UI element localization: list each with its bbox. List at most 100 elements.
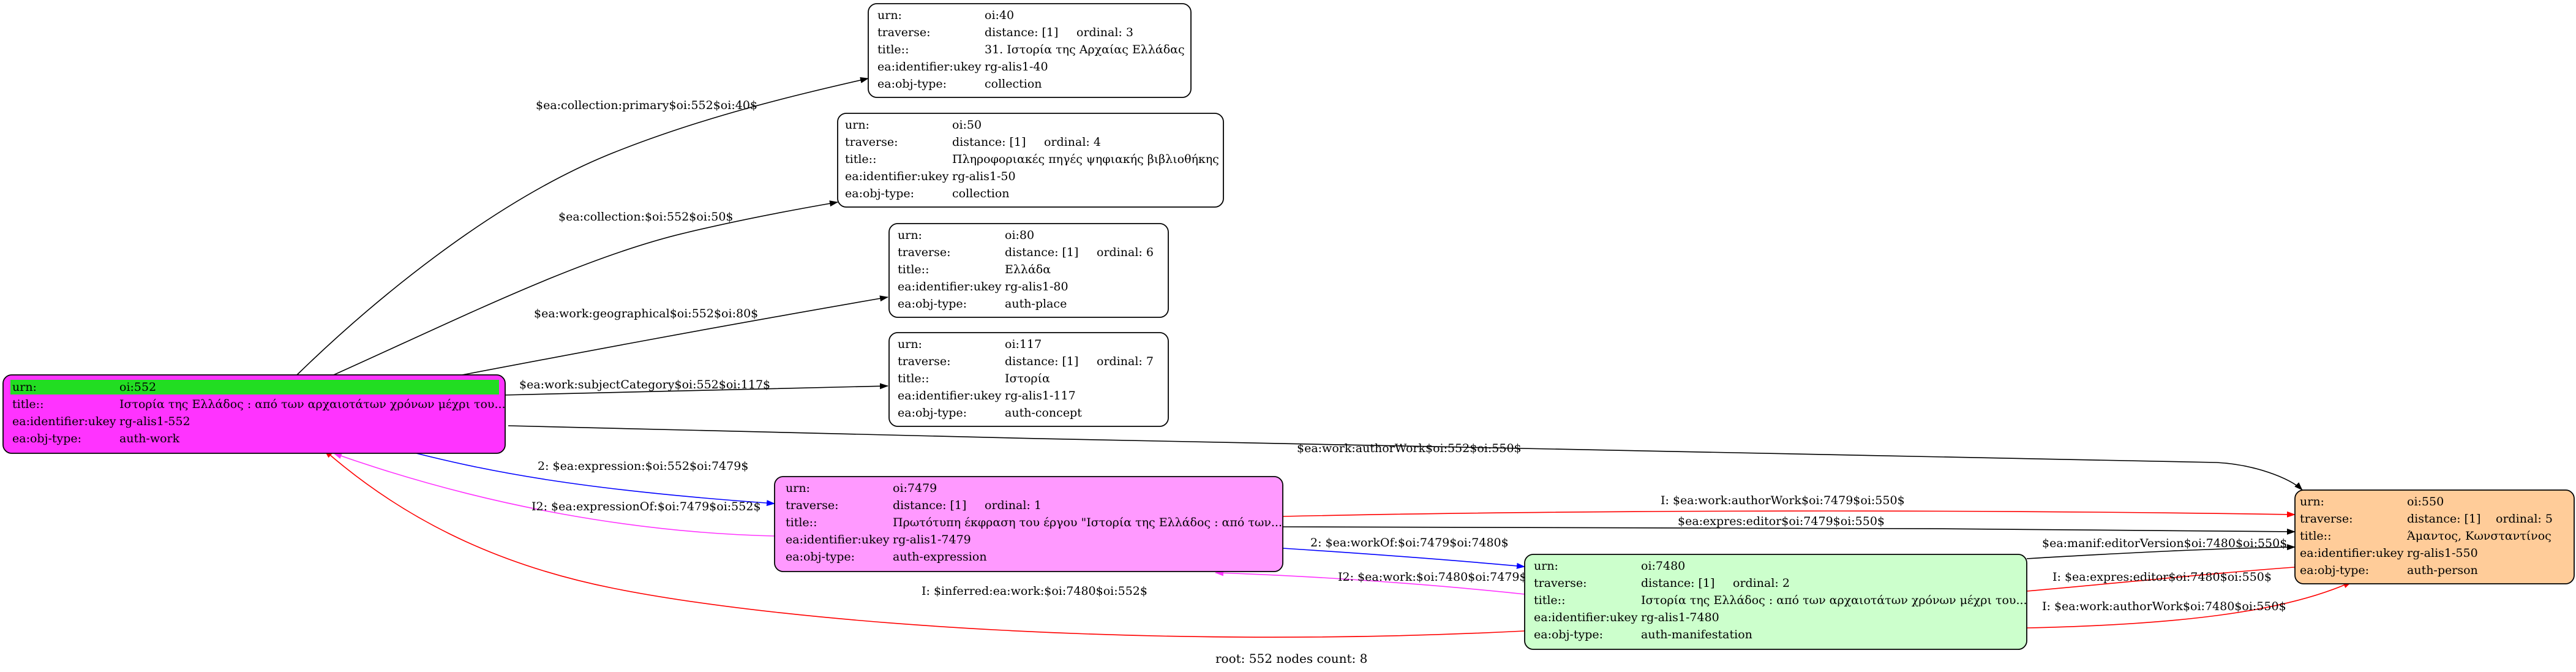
node-value: collection bbox=[952, 187, 1010, 200]
node-oi-550[interactable]: urn: oi:550 traverse: distance: [1] ordi… bbox=[2294, 489, 2575, 584]
node-value: rg-alis1-550 bbox=[2407, 546, 2478, 560]
node-key: urn: bbox=[898, 228, 922, 242]
node-oi-7480[interactable]: urn: oi:7480 traverse: distance: [1] ord… bbox=[1524, 554, 2027, 650]
graph-footer: root: 552 nodes count: 8 bbox=[1215, 651, 1367, 666]
edge-label-workof: 2: $ea:workOf:$oi:7479$oi:7480$ bbox=[1310, 536, 1509, 549]
node-key: ea:identifier:ukey bbox=[877, 60, 982, 74]
node-key: ea:identifier:ukey bbox=[845, 170, 949, 183]
node-ordinal: ordinal: 3 bbox=[1076, 26, 1133, 39]
node-key: traverse: bbox=[845, 135, 898, 149]
node-value: rg-alis1-80 bbox=[1005, 280, 1068, 293]
node-value: distance: [1] bbox=[1005, 355, 1078, 368]
edge-expression bbox=[416, 453, 775, 507]
node-value: auth-work bbox=[119, 432, 180, 445]
node-key: traverse: bbox=[898, 355, 951, 368]
node-oi-7479[interactable]: urn: oi:7479 traverse: distance: [1] ord… bbox=[774, 476, 1283, 572]
edge-label-collection: $ea:collection:$oi:552$oi:50$ bbox=[558, 210, 734, 224]
node-value: oi:7480 bbox=[1641, 559, 1685, 573]
edge-label-collection-primary: $ea:collection:primary$oi:552$oi:40$ bbox=[536, 99, 757, 112]
node-oi-117[interactable]: urn: oi:117 traverse: distance: [1] ordi… bbox=[888, 332, 1169, 427]
node-key: title:: bbox=[2300, 529, 2331, 543]
node-value: rg-alis1-552 bbox=[119, 415, 190, 428]
node-value: rg-alis1-40 bbox=[985, 60, 1048, 74]
node-value: rg-alis1-7480 bbox=[1641, 611, 1719, 624]
edge-work-7480 bbox=[1215, 570, 1525, 595]
edges-layer: $ea:collection:primary$oi:552$oi:40$ $ea… bbox=[296, 77, 2352, 638]
node-oi-50[interactable]: urn: oi:50 traverse: distance: [1] ordin… bbox=[837, 113, 1224, 208]
edge-inferred-authorwork-7480 bbox=[2026, 581, 2352, 629]
node-value: oi:7479 bbox=[893, 481, 937, 495]
node-key: ea:identifier:ukey bbox=[786, 533, 890, 546]
edge-manif-editorversion bbox=[2026, 544, 2296, 559]
edge-expres-editor-7479 bbox=[1282, 526, 2296, 535]
node-key: ea:identifier:ukey bbox=[898, 280, 1002, 293]
node-key: title:: bbox=[1534, 594, 1565, 607]
node-value: oi:50 bbox=[952, 118, 982, 132]
node-value: oi:40 bbox=[985, 9, 1014, 22]
edge-label-inferred-authorwork-7479: I: $ea:work:authorWork$oi:7479$oi:550$ bbox=[1661, 494, 1905, 507]
edge-collection bbox=[333, 200, 838, 376]
node-key: ea:obj-type: bbox=[786, 550, 855, 564]
node-value: auth-expression bbox=[893, 550, 987, 564]
node-key: ea:identifier:ukey bbox=[2300, 546, 2404, 560]
node-value: distance: [1] bbox=[1641, 576, 1714, 590]
node-key: title:: bbox=[898, 263, 929, 276]
node-key: ea:obj-type: bbox=[12, 432, 81, 445]
node-value: rg-alis1-117 bbox=[1005, 389, 1076, 402]
edge-workof bbox=[1282, 548, 1525, 569]
node-key: traverse: bbox=[898, 246, 951, 259]
node-key: ea:obj-type: bbox=[898, 297, 967, 311]
node-key: urn: bbox=[877, 9, 902, 22]
edge-label-inferred-authorwork-7480: I: $ea:work:authorWork$oi:7480$oi:550$ bbox=[2042, 600, 2286, 613]
node-key: urn: bbox=[786, 481, 810, 495]
node-value: auth-concept bbox=[1005, 406, 1082, 420]
node-key: urn: bbox=[12, 380, 37, 394]
node-key: traverse: bbox=[877, 26, 931, 39]
node-key: ea:identifier:ukey bbox=[898, 389, 1002, 402]
node-key: urn: bbox=[1534, 559, 1558, 573]
node-ordinal: ordinal: 2 bbox=[1733, 576, 1790, 590]
node-key: title:: bbox=[898, 372, 929, 385]
node-value: 31. Ιστορία της Αρχαίας Ελλάδας bbox=[985, 43, 1185, 56]
node-value: rg-alis1-7479 bbox=[893, 533, 971, 546]
node-value: distance: [1] bbox=[985, 26, 1058, 39]
node-box bbox=[837, 113, 1224, 208]
node-key: urn: bbox=[898, 338, 922, 351]
node-key: ea:obj-type: bbox=[845, 187, 914, 200]
node-value: distance: [1] bbox=[893, 499, 966, 512]
node-box bbox=[888, 223, 1169, 318]
node-key: ea:obj-type: bbox=[877, 77, 947, 91]
node-oi-552-root[interactable]: urn: oi:552 title:: Ιστορία της Ελλάδος … bbox=[2, 374, 506, 454]
node-key: ea:identifier:ukey bbox=[12, 415, 116, 428]
edge-label-authorwork-552: $ea:work:authorWork$oi:552$oi:550$ bbox=[1297, 442, 1522, 455]
node-value: collection bbox=[985, 77, 1042, 91]
node-key: traverse: bbox=[786, 499, 839, 512]
node-value: Πληροφοριακές πηγές ψηφιακής βιβλιοθήκης bbox=[952, 153, 1219, 166]
node-value: oi:117 bbox=[1005, 338, 1042, 351]
node-value: auth-place bbox=[1005, 297, 1067, 311]
node-oi-80[interactable]: urn: oi:80 traverse: distance: [1] ordin… bbox=[888, 223, 1169, 318]
node-value: rg-alis1-50 bbox=[952, 170, 1016, 183]
edge-expressionof bbox=[333, 453, 775, 537]
node-box bbox=[868, 3, 1192, 98]
node-box bbox=[888, 332, 1169, 427]
edge-label-subjectcategory: $ea:work:subjectCategory$oi:552$oi:117$ bbox=[519, 378, 770, 391]
edge-label-manif-editorversion: $ea:manif:editorVersion$oi:7480$oi:550$ bbox=[2042, 537, 2287, 550]
node-key: urn: bbox=[2300, 495, 2324, 508]
node-value: Ιστορία της Ελλάδος : από των αρχαιοτάτω… bbox=[119, 398, 506, 411]
node-key: ea:obj-type: bbox=[2300, 564, 2369, 577]
node-box bbox=[774, 476, 1283, 572]
node-value: auth-manifestation bbox=[1641, 628, 1752, 641]
node-key: title:: bbox=[845, 153, 876, 166]
edge-subjectcategory bbox=[501, 383, 888, 396]
edge-label-inferred-expres-editor: I: $ea:expres:editor$oi:7480$oi:550$ bbox=[2052, 570, 2272, 584]
edge-label-expressionof: I2: $ea:expressionOf:$oi:7479$oi:552$ bbox=[531, 500, 761, 513]
node-key: title:: bbox=[786, 516, 817, 529]
node-ordinal: ordinal: 6 bbox=[1097, 246, 1154, 259]
node-oi-40[interactable]: urn: oi:40 traverse: distance: [1] ordin… bbox=[868, 3, 1192, 98]
edge-inferred-authorwork-7479 bbox=[1282, 510, 2296, 518]
node-value: oi:552 bbox=[119, 380, 156, 394]
node-value: oi:550 bbox=[2407, 495, 2444, 508]
edge-label-work-7480: I2: $ea:work:$oi:7480$oi:7479$ bbox=[1338, 570, 1527, 584]
node-key: title:: bbox=[12, 398, 43, 411]
